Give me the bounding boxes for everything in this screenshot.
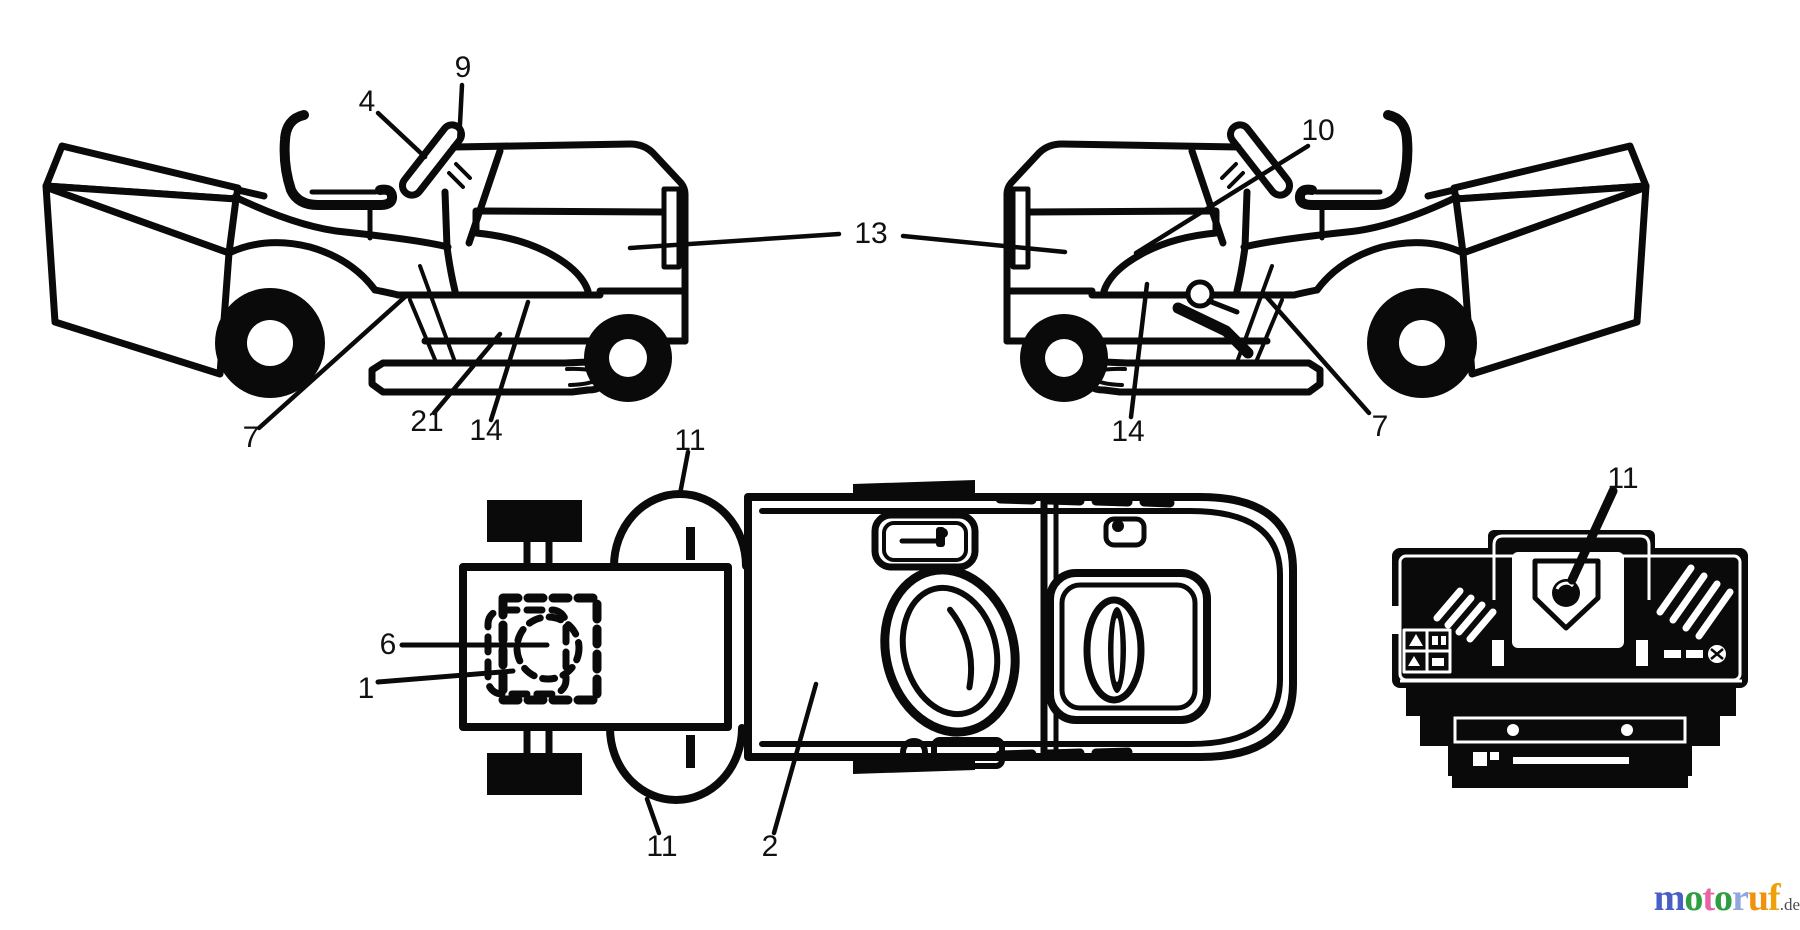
leader-1	[375, 668, 516, 685]
icon-strip	[1664, 645, 1726, 663]
logo-letter: o	[1714, 877, 1733, 919]
leader-2	[771, 681, 819, 836]
logo-letter: o	[1684, 877, 1703, 919]
hatch-right	[1656, 564, 1734, 640]
throttle-panel-inner	[882, 521, 968, 562]
fuel-cap-clip	[1103, 516, 1147, 548]
logo-letter: t	[1702, 877, 1715, 919]
callout-7-left: 7	[243, 421, 260, 454]
callout-11-top: 11	[674, 424, 705, 457]
callout-11-panel: 11	[1607, 462, 1638, 495]
bumper-bar	[1453, 716, 1687, 744]
axles	[523, 538, 553, 757]
leader-11-bottom	[644, 796, 662, 836]
seat-cushion	[1083, 596, 1145, 704]
throttle-dot	[938, 528, 948, 538]
watermark-logo[interactable]: motoruf.de	[1555, 876, 1800, 920]
front-wheel-top	[487, 500, 582, 542]
logo-letter: u	[1747, 877, 1769, 919]
callout-14-right: 14	[1111, 415, 1144, 448]
hatch-left	[1433, 587, 1497, 643]
seat-top-view	[1046, 569, 1211, 724]
callouts: 4 9 7 21 14 13 10 14 7 11 6 1 11 2 11	[243, 51, 1639, 863]
dashed-housing	[484, 606, 570, 698]
dashed-decal-area	[498, 593, 602, 705]
callout-13: 13	[854, 217, 887, 250]
callout-11-bottom: 11	[646, 830, 677, 863]
side-view-right	[1007, 115, 1646, 420]
tread-tick-top	[686, 527, 695, 560]
leader-13-right	[900, 233, 1068, 255]
leader-14-right	[1128, 281, 1150, 420]
front-wheel-bottom	[487, 753, 582, 795]
callout-7-right: 7	[1372, 410, 1389, 443]
cap-bottom	[900, 738, 928, 766]
dashed-circle	[513, 613, 583, 683]
callout-14-left: 14	[469, 414, 502, 447]
seat-lens-gap	[1113, 618, 1121, 682]
rear-panel-view	[1392, 486, 1748, 788]
leader-10	[1133, 143, 1311, 256]
lift-lever-rod	[1206, 298, 1240, 315]
callout-10: 10	[1301, 114, 1334, 147]
fender-outer	[744, 493, 1297, 761]
seat-inner	[1059, 582, 1198, 711]
callout-1: 1	[358, 672, 375, 705]
callout-4: 4	[359, 85, 376, 118]
hump-outline	[1492, 534, 1651, 600]
callout-2: 2	[762, 830, 779, 863]
bumper-bolt-right	[1621, 724, 1633, 736]
tread-band-top	[853, 480, 975, 501]
fuel-cap-dot	[1112, 520, 1124, 532]
leader-9	[456, 82, 465, 146]
tread-tick-bottom	[686, 735, 695, 768]
bumper-bolt-left	[1507, 724, 1519, 736]
lift-lever-knob	[1185, 279, 1215, 309]
latch-bottom	[931, 737, 1005, 769]
side-view-left	[46, 82, 685, 431]
logo-letter: m	[1653, 877, 1686, 919]
lift-bracket	[1172, 302, 1254, 359]
hitch-plate	[1473, 752, 1487, 766]
hitch-bar	[1513, 757, 1629, 764]
slot-left	[1492, 640, 1504, 666]
fender-inner	[759, 508, 1283, 747]
callout-6: 6	[380, 628, 397, 661]
steering-wheel-top	[880, 565, 1020, 737]
leader-11-top	[677, 449, 691, 497]
rear-tire-top-arc	[610, 490, 750, 570]
slot-right	[1636, 640, 1648, 666]
hitch-clip	[1490, 752, 1499, 760]
dash-marks-bottom	[995, 747, 1133, 760]
dash-marks-top	[995, 494, 1175, 508]
rear-tire-bottom-arc	[606, 724, 746, 804]
leader-7-left	[256, 293, 409, 431]
ignition-glint	[1555, 581, 1575, 590]
leader-4	[375, 110, 428, 160]
logo-letter: f	[1768, 877, 1781, 919]
warning-decal-box	[1402, 628, 1452, 674]
callout-9: 9	[455, 51, 472, 84]
logo-letter: r	[1732, 877, 1749, 919]
top-view	[375, 449, 1297, 836]
logo-suffix-text: .de	[1779, 895, 1800, 914]
leader-7-right	[1261, 291, 1372, 416]
callout-21: 21	[410, 405, 443, 438]
logo-brand-text: motoruf	[1653, 877, 1781, 919]
leader-13-left	[627, 231, 842, 251]
leader-11-panel	[1567, 486, 1618, 585]
leader-14-left	[488, 299, 531, 423]
leader-21	[431, 331, 503, 416]
